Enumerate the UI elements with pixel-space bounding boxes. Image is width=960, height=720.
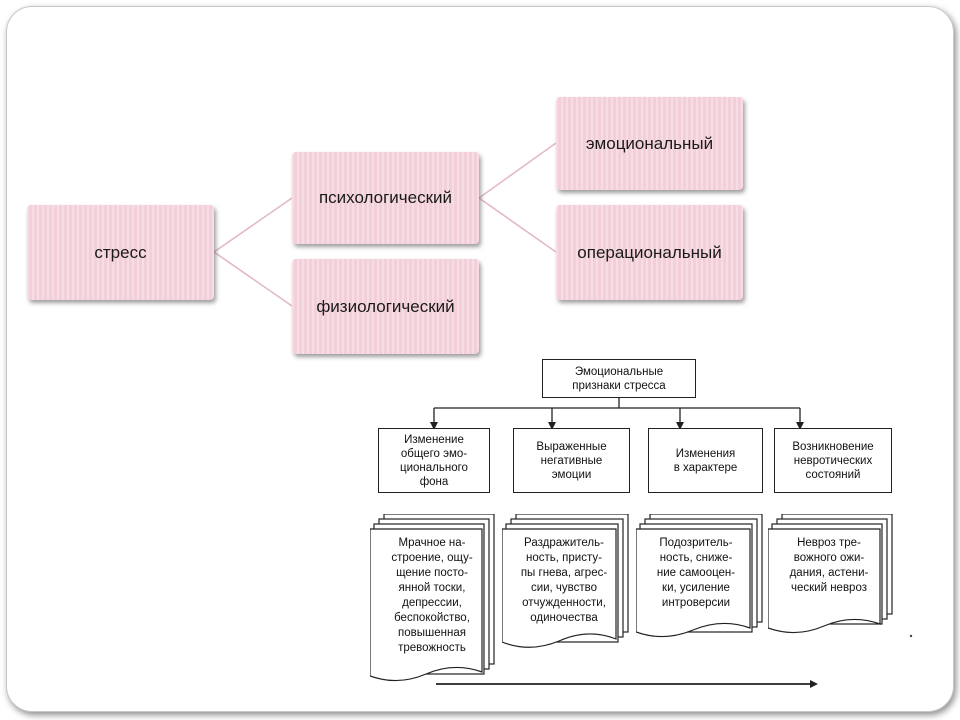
node-stress-label: стресс <box>94 242 147 262</box>
doc-text-4: Невроз тре- вожного ожи- дания, астени- … <box>789 537 869 594</box>
doc-stack-shape <box>768 514 893 634</box>
node-stress: стресс <box>27 205 214 300</box>
node-operational: операциональный <box>556 205 743 300</box>
flow-node-neurotic-states: Возникновение невротических состояний <box>774 428 892 493</box>
flow-node-negative-emotions: Выраженные негативные эмоции <box>513 428 630 493</box>
flow-node-character-change: Изменения в характере <box>648 428 763 493</box>
doc-text-2: Раздражитель- ность, присту- пы гнева, а… <box>520 537 608 624</box>
connector-stress-physio <box>213 251 293 307</box>
connector-psych-emo <box>478 142 557 199</box>
scan-dot <box>909 634 913 638</box>
doc-stack-shape <box>502 514 629 648</box>
node-psychological: психологический <box>292 152 479 244</box>
doc-text-3: Подозритель- ность, сниже- ние самооцен-… <box>656 537 736 609</box>
doc-stack-3: Подозритель- ность, сниже- ние самооцен-… <box>636 514 764 644</box>
node-emotional-label: эмоциональный <box>585 133 714 153</box>
connector-stress-psych <box>213 197 293 253</box>
node-psychological-label: психологический <box>318 188 453 207</box>
doc-stack-2: Раздражитель- ность, присту- пы гнева, а… <box>502 514 630 654</box>
node-physiological-label: физиологический <box>316 296 455 316</box>
node-physiological: физиологический <box>292 259 479 354</box>
doc-stack-shape <box>370 514 495 682</box>
flow-node-emotional-signs: Эмоциональные признаки стресса <box>542 359 696 398</box>
flow-node-background-change: Изменение общего эмо- ционального фона <box>378 428 490 493</box>
doc-text-1: Мрачное на- строение, ощу- щение посто- … <box>391 537 473 654</box>
node-emotional: эмоциональный <box>556 97 743 190</box>
connector-psych-oper <box>478 197 557 253</box>
doc-stack-4: Невроз тре- вожного ожи- дания, астени- … <box>768 514 894 639</box>
node-operational-label: операциональный <box>577 242 722 262</box>
doc-stack-1: Мрачное на- строение, ощу- щение посто- … <box>370 514 496 689</box>
doc-stack-shape <box>636 514 763 638</box>
